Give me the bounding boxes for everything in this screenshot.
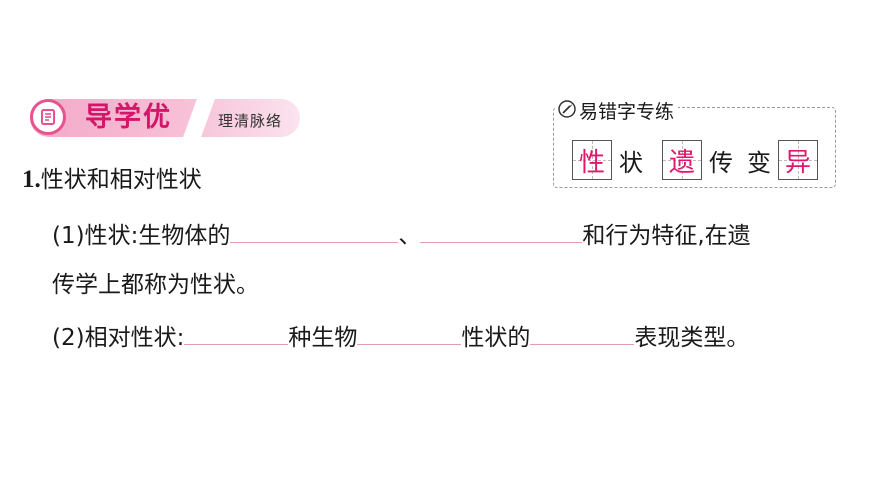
section-subtitle: 理清脉络 xyxy=(218,112,283,130)
question-text: 性状和相对性状 xyxy=(40,167,202,193)
practice-char-box: 性 xyxy=(572,140,612,180)
pencil-icon xyxy=(558,99,576,125)
practice-chars: 性 状 遗 传 变 异 xyxy=(572,140,818,180)
practice-title: 易错字专练 xyxy=(579,101,675,123)
item2-prefix: (2)相对性状: xyxy=(52,325,185,351)
fill-blank[interactable] xyxy=(420,218,583,243)
section-banner xyxy=(30,99,300,137)
item2-suffix: 表现类型。 xyxy=(634,325,750,351)
practice-char: 传 xyxy=(709,148,733,177)
practice-box xyxy=(553,107,836,188)
fill-blank[interactable] xyxy=(357,320,462,345)
question-number: 1. xyxy=(22,166,41,193)
item1-sep: 、 xyxy=(398,223,422,249)
section-title: 导学优 xyxy=(85,102,172,133)
fill-blank[interactable] xyxy=(230,218,399,243)
item2-mid2: 性状的 xyxy=(461,325,531,351)
item1-prefix: (1)性状:生物体的 xyxy=(52,223,231,249)
fill-blank[interactable] xyxy=(184,320,289,345)
practice-char-box: 遗 xyxy=(662,140,702,180)
practice-char-box: 异 xyxy=(778,140,818,180)
book-icon xyxy=(30,99,66,135)
practice-char: 变 xyxy=(747,148,771,177)
practice-char: 状 xyxy=(619,148,643,177)
practice-header: 易错字专练 xyxy=(556,99,679,125)
item1-suffix: 和行为特征,在遗 xyxy=(582,223,751,249)
item2-mid1: 种生物 xyxy=(288,325,358,351)
item2-line: (2)相对性状: 种生物 性状的 表现类型。 xyxy=(52,320,749,354)
item1-line1: (1)性状:生物体的 、 和行为特征,在遗 xyxy=(52,218,751,252)
question-title: 1.性状和相对性状 xyxy=(22,164,202,196)
item1-line2: 传学上都称为性状。 xyxy=(52,272,259,298)
fill-blank[interactable] xyxy=(530,320,635,345)
